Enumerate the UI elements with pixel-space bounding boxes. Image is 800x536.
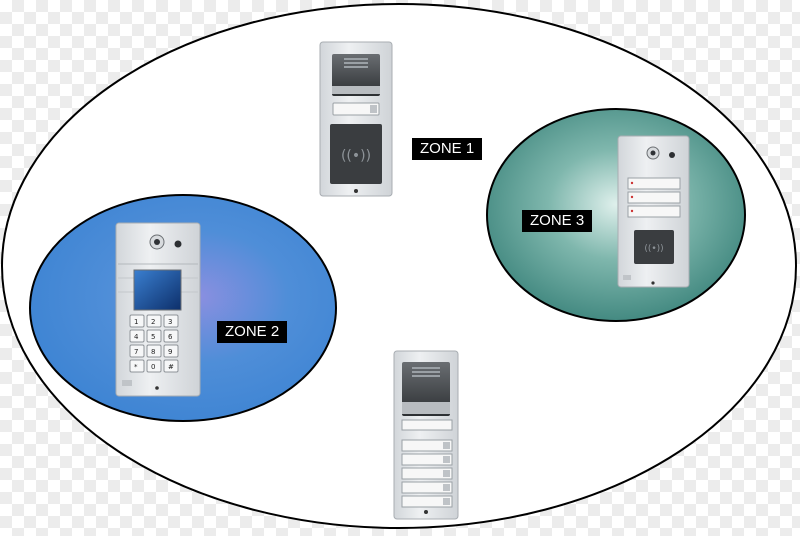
call-button — [401, 495, 453, 508]
button-indicator — [443, 456, 450, 463]
keypad-key-label: 5 — [151, 333, 155, 341]
intercom-multi-button-panel — [393, 350, 459, 520]
keypad-key-label: 1 — [134, 318, 138, 326]
keypad-key: 6 — [163, 329, 179, 343]
intercom-rfid-panel: ((•)) — [319, 41, 393, 197]
call-button — [401, 481, 453, 494]
keypad-key: 7 — [129, 344, 145, 358]
zone-1-label: ZONE 1 — [412, 138, 483, 160]
speaker-grille-icon — [332, 54, 380, 96]
keypad-key-label: 7 — [134, 348, 138, 356]
call-button — [627, 191, 681, 204]
call-button — [627, 205, 681, 218]
camera-lens-icon — [646, 146, 660, 160]
rfid-reader-icon: ((•)) — [330, 124, 382, 184]
keypad-key-label: 2 — [151, 318, 155, 326]
intercom-keypad-panel: 1 2 3 4 5 6 7 8 9 * 0 # — [115, 222, 201, 397]
keypad-key-label: 8 — [151, 348, 155, 356]
keypad-key: 4 — [129, 329, 145, 343]
keypad-key: 1 — [129, 314, 145, 328]
keypad-key-label: 9 — [168, 348, 172, 356]
keypad-key: 2 — [146, 314, 162, 328]
camera-lens-icon — [149, 234, 165, 250]
call-button — [401, 439, 453, 452]
call-button — [401, 453, 453, 466]
display-screen — [133, 269, 182, 311]
button-indicator — [443, 442, 450, 449]
button-indicator — [443, 484, 450, 491]
keypad: 1 2 3 4 5 6 7 8 9 * 0 # — [129, 314, 179, 373]
button-indicator — [443, 498, 450, 505]
button-indicator — [443, 470, 450, 477]
keypad-key: 3 — [163, 314, 179, 328]
svg-text:((•)): ((•)) — [341, 148, 371, 164]
keypad-key-label: 0 — [151, 363, 155, 371]
call-button — [401, 419, 453, 431]
call-button — [332, 102, 380, 116]
speaker-grille-icon — [402, 362, 450, 416]
zone-2-label: ZONE 2 — [217, 321, 288, 343]
keypad-key-label: 6 — [168, 333, 173, 341]
keypad-key-label: 4 — [134, 333, 139, 341]
rfid-reader-icon: ((•)) — [634, 230, 674, 264]
keypad-key: * — [129, 359, 145, 373]
keypad-key: # — [163, 359, 179, 373]
call-button — [627, 177, 681, 190]
keypad-key-label: * — [134, 363, 138, 371]
keypad-key: 8 — [146, 344, 162, 358]
keypad-key: 5 — [146, 329, 162, 343]
keypad-key: 0 — [146, 359, 162, 373]
svg-text:((•)): ((•)) — [644, 244, 663, 254]
keypad-key-label: 3 — [168, 318, 172, 326]
keypad-key: 9 — [163, 344, 179, 358]
call-button — [401, 467, 453, 480]
keypad-key-label: # — [168, 363, 174, 371]
intercom-multi-button-rfid-panel: ((•)) — [617, 135, 690, 288]
zone-3-label: ZONE 3 — [522, 210, 593, 232]
